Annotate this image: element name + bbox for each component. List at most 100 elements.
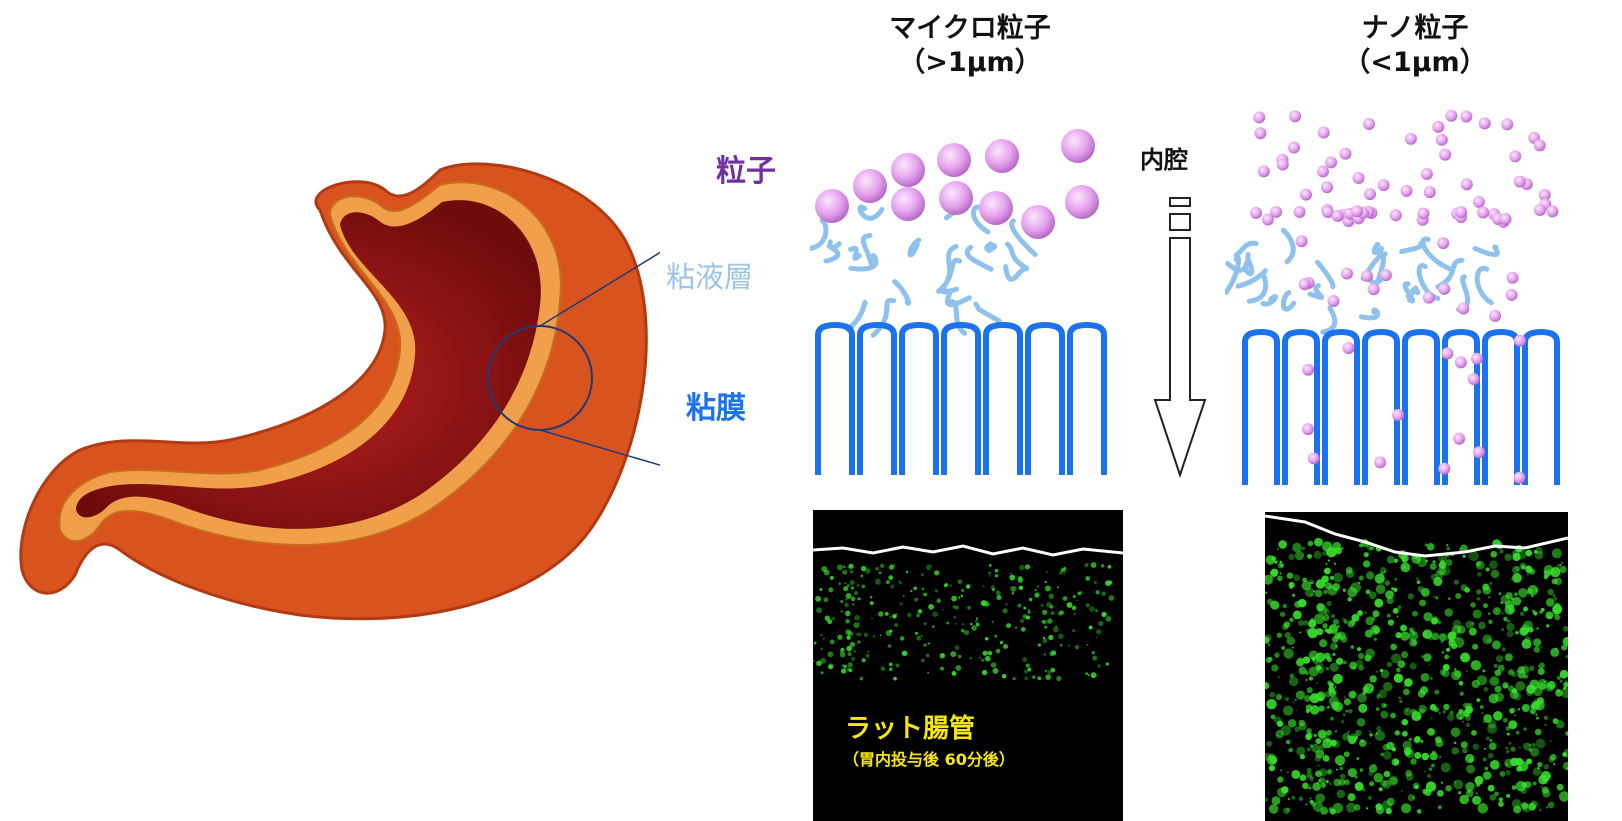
fluorescence-spot xyxy=(970,622,973,626)
fluorescence-spot xyxy=(1481,711,1484,714)
fluorescence-spot xyxy=(1499,549,1504,554)
fluorescence-spot xyxy=(1548,756,1555,763)
fluorescence-spot xyxy=(1085,603,1090,608)
fluorescence-spot xyxy=(1447,597,1451,600)
fluorescence-spot xyxy=(1482,583,1490,591)
fluorescence-spot xyxy=(1413,737,1420,744)
fluorescence-spot xyxy=(1308,666,1319,677)
fluorescence-spot xyxy=(1308,650,1319,660)
fluorescence-spot xyxy=(1028,597,1033,602)
nano-particle xyxy=(1439,148,1452,161)
fluorescence-spot xyxy=(932,625,935,628)
mucus-strand xyxy=(848,253,879,272)
fluorescence-spot xyxy=(1521,703,1530,713)
fluorescence-spot xyxy=(1307,540,1314,547)
fluorescence-spot xyxy=(1477,802,1489,814)
fluorescence-spot xyxy=(1043,653,1047,656)
fluorescence-spot xyxy=(1050,667,1056,673)
fluorescence-spot xyxy=(1307,627,1318,639)
fluorescence-spot xyxy=(1453,779,1464,790)
nano-particle xyxy=(1321,181,1334,194)
fluorescence-spot xyxy=(1501,612,1504,615)
nano-particle xyxy=(1513,471,1526,484)
fluorescence-spot xyxy=(1454,668,1457,671)
fluorescence-spot xyxy=(1350,582,1362,593)
fluorescence-spot xyxy=(1405,769,1413,777)
fluorescence-spot xyxy=(1299,774,1307,782)
fluorescence-spot xyxy=(1509,689,1519,699)
fluorescence-spot xyxy=(953,616,956,619)
nano-particle xyxy=(1389,209,1402,222)
fluorescence-spot xyxy=(1396,667,1401,673)
fluorescence-spot xyxy=(1547,588,1554,596)
fluorescence-spot xyxy=(1276,632,1282,638)
fluorescence-spot xyxy=(1348,690,1357,699)
fluorescence-spot xyxy=(1401,803,1412,814)
mucus-strand xyxy=(1009,218,1038,258)
fluorescence-spot xyxy=(1472,643,1479,650)
fluorescence-spot xyxy=(905,570,909,574)
nano-particle xyxy=(1460,178,1473,191)
fluorescence-spot xyxy=(1476,561,1482,567)
fluorescence-spot xyxy=(961,623,965,626)
fluorescence-spot xyxy=(1396,615,1399,618)
fluorescence-spot xyxy=(1289,585,1293,589)
fluorescence-spot xyxy=(1072,629,1075,633)
fluorescence-spot xyxy=(1355,729,1362,737)
fluorescence-spot xyxy=(1018,585,1024,590)
fluorescence-spot xyxy=(1430,573,1438,581)
fluorescence-spot xyxy=(1369,781,1375,787)
fluorescence-spot xyxy=(1430,676,1433,680)
fluorescence-spot xyxy=(1537,665,1540,668)
fluorescence-spot xyxy=(1281,646,1286,650)
villus xyxy=(983,321,1023,475)
fluorescence-spot xyxy=(1504,600,1515,610)
fluorescence-spot xyxy=(1537,766,1540,770)
fluorescence-spot xyxy=(1397,605,1402,610)
fluorescence-spot xyxy=(1091,674,1096,679)
mucus-strand xyxy=(944,289,972,307)
fluorescence-spot xyxy=(1385,808,1392,815)
fluorescence-spot xyxy=(1289,673,1295,678)
fluorescence-spot xyxy=(822,637,825,640)
fluorescence-spot xyxy=(1513,759,1516,762)
fluorescence-spot xyxy=(1435,736,1442,744)
mucus-strand xyxy=(945,243,959,282)
fluorescence-spot xyxy=(1466,764,1476,774)
fluorescence-spot xyxy=(1049,604,1054,609)
fluorescence-spot xyxy=(1462,720,1464,723)
mucus-strand xyxy=(892,279,912,306)
fluorescence-spot xyxy=(1540,785,1543,788)
fluorescence-spot xyxy=(846,645,853,652)
fluorescence-spot xyxy=(1503,616,1508,622)
fluorescence-spot xyxy=(1506,622,1515,632)
fluorescence-spot xyxy=(1487,752,1494,759)
mucus-strand xyxy=(1315,259,1336,290)
fluorescence-spot xyxy=(1321,613,1324,616)
fluorescence-spot xyxy=(1277,548,1279,551)
fluorescence-spot xyxy=(1330,716,1334,721)
fluorescence-spot xyxy=(1101,591,1106,596)
fluorescence-spot xyxy=(1532,781,1537,786)
nano-particle xyxy=(1546,205,1559,218)
fluorescence-spot xyxy=(1537,762,1543,768)
fluorescence-spot xyxy=(1394,730,1400,736)
fluorescence-spot xyxy=(1412,610,1418,617)
nano-particle xyxy=(1364,188,1377,201)
fluorescence-spot xyxy=(1351,613,1360,622)
nano-particle xyxy=(1350,205,1363,218)
fluorescence-spot xyxy=(1265,591,1268,594)
nano-particle xyxy=(1509,150,1522,163)
fluorescence-spot xyxy=(832,617,835,620)
fluorescence-spot xyxy=(1545,611,1554,620)
fluorescence-spot xyxy=(846,635,851,640)
fluorescence-spot xyxy=(1369,733,1373,737)
fluorescence-spot xyxy=(861,584,866,589)
micro-particle xyxy=(815,189,849,223)
fluorescence-spot xyxy=(1472,743,1480,751)
fluorescence-spot xyxy=(1529,665,1535,671)
fluorescence-spot xyxy=(889,616,892,619)
fluorescence-spot xyxy=(1562,637,1568,647)
mucus-strand xyxy=(1281,289,1297,312)
fluorescence-spot xyxy=(1527,626,1534,633)
